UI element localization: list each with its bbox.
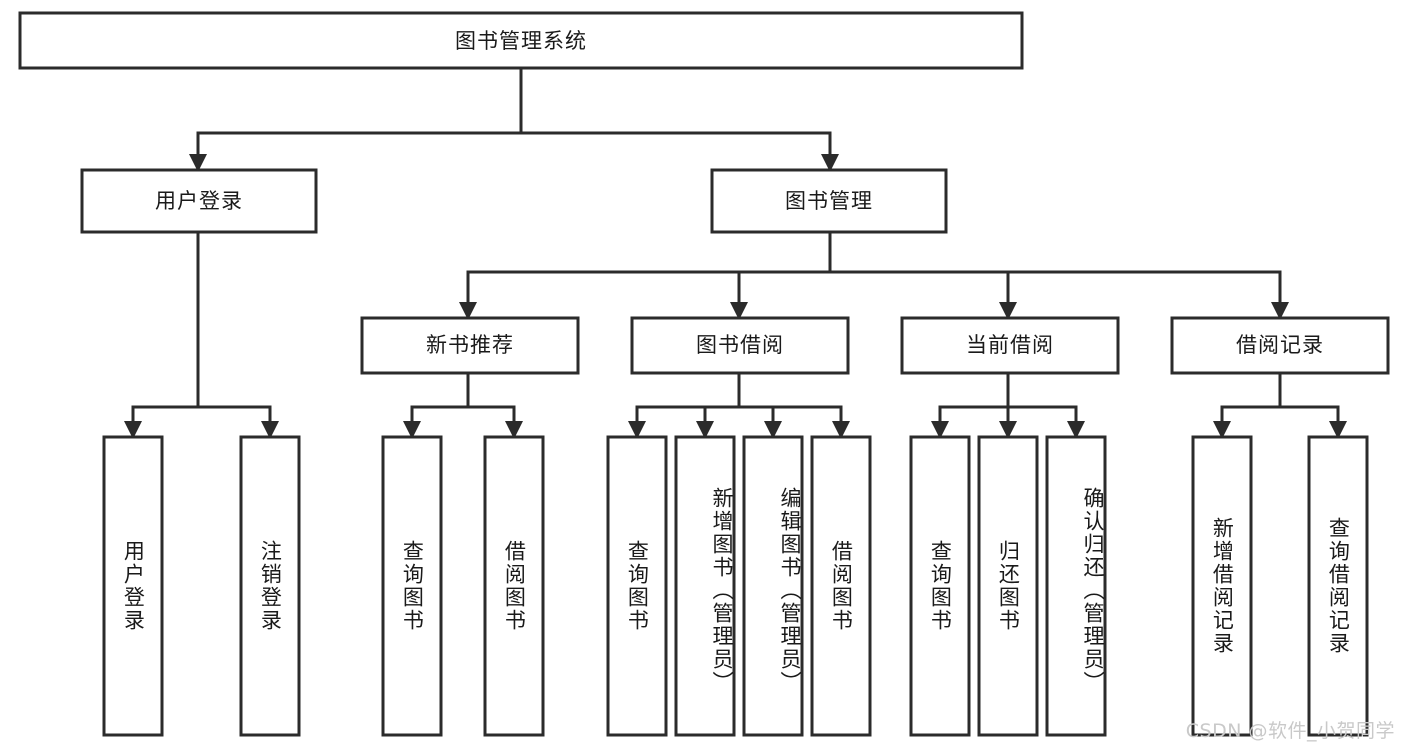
node-borrow-record-label: 借阅记录 <box>1236 333 1324 357</box>
node-user-login-label: 用户登录 <box>155 189 243 213</box>
leaf-box-newbook-2[interactable] <box>483 435 545 737</box>
node-borrow-record[interactable]: 借阅记录 <box>1170 316 1390 375</box>
node-book-borrow[interactable]: 图书借阅 <box>630 316 850 375</box>
node-book-borrow-label: 图书借阅 <box>696 333 784 357</box>
node-root[interactable]: 图书管理系统 <box>18 11 1024 70</box>
leaf-box-newbook-1[interactable] <box>381 435 443 737</box>
leaf-box-user-login-1[interactable] <box>102 435 164 737</box>
node-book-borrow-box[interactable] <box>630 316 850 375</box>
node-new-book-recommend-label: 新书推荐 <box>426 333 514 357</box>
leaf-boxes-layer <box>102 435 1369 737</box>
watermark-text: CSDN @软件_小贺同学 <box>1185 720 1395 742</box>
node-root-box[interactable] <box>18 11 1024 70</box>
leaf-box-borrowrecord-2[interactable] <box>1307 435 1369 737</box>
node-current-borrow-label: 当前借阅 <box>966 333 1054 357</box>
leaf-box-currentborrow-2[interactable] <box>977 435 1039 737</box>
leaf-box-currentborrow-1[interactable] <box>909 435 971 737</box>
node-current-borrow-box[interactable] <box>900 316 1120 375</box>
leaf-box-currentborrow-3[interactable] <box>1045 435 1107 737</box>
leaf-box-bookborrow-1[interactable] <box>606 435 668 737</box>
leaf-box-user-login-2[interactable] <box>239 435 301 737</box>
node-user-login[interactable]: 用户登录 <box>80 168 318 234</box>
node-new-book-recommend-box[interactable] <box>360 316 580 375</box>
leaf-box-bookborrow-3[interactable] <box>742 435 804 737</box>
node-new-book-recommend[interactable]: 新书推荐 <box>360 316 580 375</box>
leaf-box-bookborrow-2[interactable] <box>674 435 736 737</box>
node-book-manage-box[interactable] <box>710 168 948 234</box>
node-current-borrow[interactable]: 当前借阅 <box>900 316 1120 375</box>
edges-layer <box>124 66 1347 439</box>
node-borrow-record-box[interactable] <box>1170 316 1390 375</box>
node-book-manage[interactable]: 图书管理 <box>710 168 948 234</box>
node-root-label: 图书管理系统 <box>455 29 587 53</box>
leaf-box-borrowrecord-1[interactable] <box>1191 435 1253 737</box>
node-user-login-box[interactable] <box>80 168 318 234</box>
node-book-manage-label: 图书管理 <box>785 189 873 213</box>
leaf-box-bookborrow-4[interactable] <box>810 435 872 737</box>
